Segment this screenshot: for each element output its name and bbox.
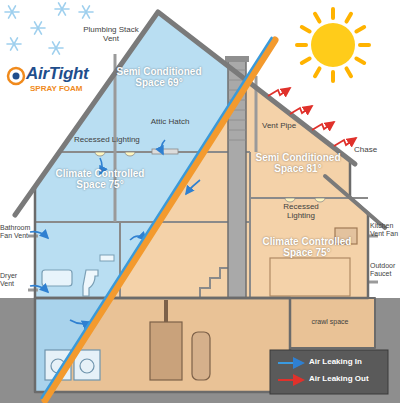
interior-walls — [35, 152, 368, 298]
furniture — [42, 149, 357, 380]
ground — [0, 298, 400, 403]
callout-label: Chase — [354, 146, 394, 155]
legend-label: Air Leaking Out — [309, 375, 387, 384]
brand-logo: AirTight — [26, 64, 126, 83]
snowflakes — [5, 3, 93, 54]
callout-label: Recessed Lighting — [74, 136, 146, 145]
legend-label: Air Leaking In — [309, 358, 387, 367]
legend-box — [270, 350, 388, 394]
zone-label: Climate Controlled Space 75° — [50, 168, 150, 190]
callout-label: Recessed Lighting — [278, 203, 324, 221]
zone-label: Semi Conditioned Space 69° — [111, 66, 207, 88]
brand-tagline: SPRAY FOAM — [30, 85, 110, 94]
vent-pipes — [28, 54, 378, 290]
callout-label: Bathroom Fan Vent — [0, 224, 34, 240]
callout-label: Dryer Vent — [0, 272, 30, 288]
air-out-arrows — [268, 88, 356, 146]
callout-label: Attic Hatch — [150, 118, 190, 127]
zone-label: Climate Controlled Space 75° — [255, 236, 359, 258]
callout-label: Kitchen Vent Fan — [370, 222, 400, 238]
zone-label: Semi Conditioned Space 81° — [250, 152, 346, 174]
sun — [297, 9, 369, 81]
callout-label: Plumbing Stack Vent — [82, 26, 140, 44]
callout-label: Outdoor Faucet — [370, 262, 400, 278]
house-outline — [15, 12, 385, 392]
brand-swirl — [8, 68, 24, 84]
callout-label: crawl space — [300, 318, 360, 326]
callout-label: Vent Pipe — [262, 122, 312, 131]
